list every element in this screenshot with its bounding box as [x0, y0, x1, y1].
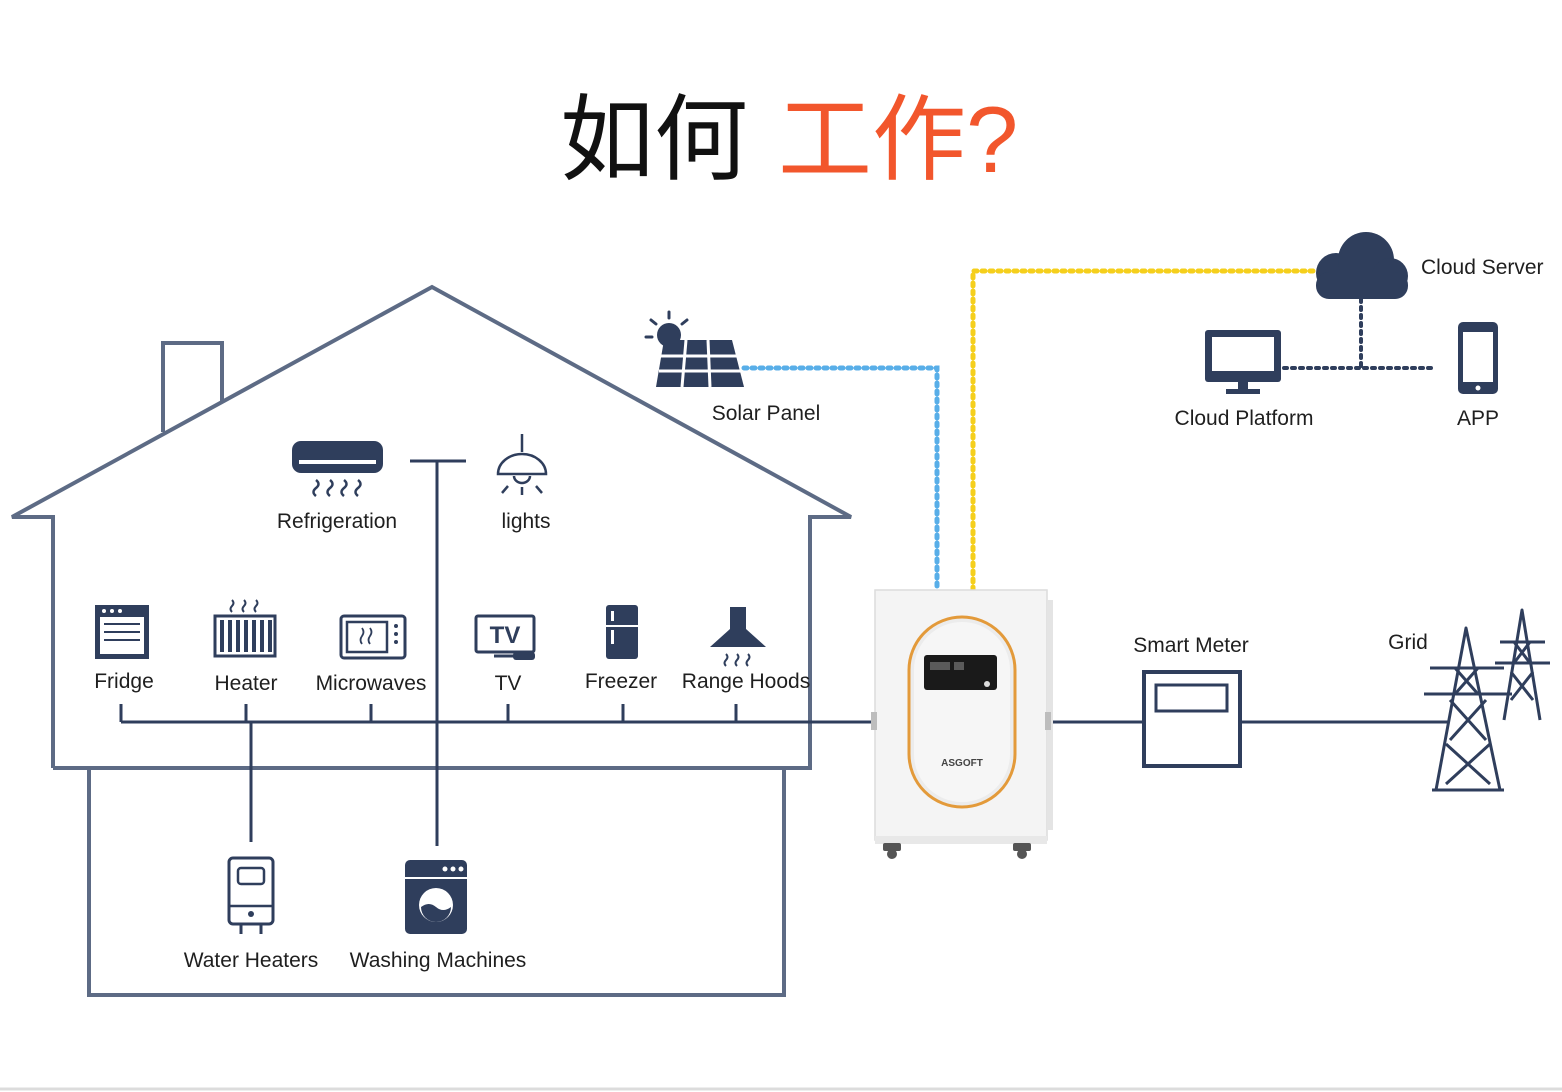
label-heater: Heater: [214, 672, 277, 695]
label-lights: lights: [501, 510, 550, 533]
range-hood-icon: [710, 607, 766, 667]
label-cloud-server: Cloud Server: [1421, 256, 1544, 279]
label-refrigeration: Refrigeration: [277, 510, 397, 533]
label-water-heaters: Water Heaters: [184, 949, 319, 972]
label-smart-meter: Smart Meter: [1133, 634, 1249, 657]
title: 如何工作?: [560, 87, 1018, 192]
house-wiring: [119, 459, 875, 846]
smartphone-icon: [1458, 322, 1498, 394]
pylon-icon: [1424, 608, 1550, 792]
meter-icon: [1142, 670, 1448, 768]
solar-link: [741, 365, 940, 593]
battery-inverter-unit: ASGOFT: [871, 589, 1145, 859]
label-range-hoods: Range Hoods: [682, 670, 810, 693]
label-washing-machines: Washing Machines: [350, 949, 527, 972]
cloud-icon: [1316, 232, 1408, 299]
air-conditioner-icon: [292, 441, 383, 497]
radiator-icon: [213, 599, 277, 658]
svg-text:TV: TV: [490, 622, 521, 649]
washing-machine-icon: [405, 860, 467, 934]
water-heater-icon: [227, 856, 275, 934]
solar-panel-icon: [644, 310, 744, 388]
label-cloud-platform: Cloud Platform: [1175, 407, 1314, 430]
cloud-link: [970, 268, 1321, 593]
label-app: APP: [1457, 407, 1499, 430]
ceiling-light-icon: [496, 434, 548, 495]
tv-icon: TV: [474, 614, 536, 660]
label-fridge: Fridge: [94, 670, 154, 693]
label-solar-panel: Solar Panel: [712, 402, 821, 425]
monitor-icon: [1205, 330, 1281, 394]
brand-logo: ASGOFT: [941, 758, 983, 769]
network-links: [1282, 297, 1437, 370]
label-grid: Grid: [1388, 631, 1428, 654]
label-freezer: Freezer: [585, 670, 657, 693]
dishwasher-icon: [95, 605, 149, 659]
title-part2: 工作?: [778, 87, 1018, 192]
title-part1: 如何: [560, 87, 748, 192]
label-microwaves: Microwaves: [316, 672, 427, 695]
label-tv: TV: [495, 672, 522, 695]
microwave-icon: [339, 614, 407, 660]
freezer-icon: [606, 605, 638, 659]
